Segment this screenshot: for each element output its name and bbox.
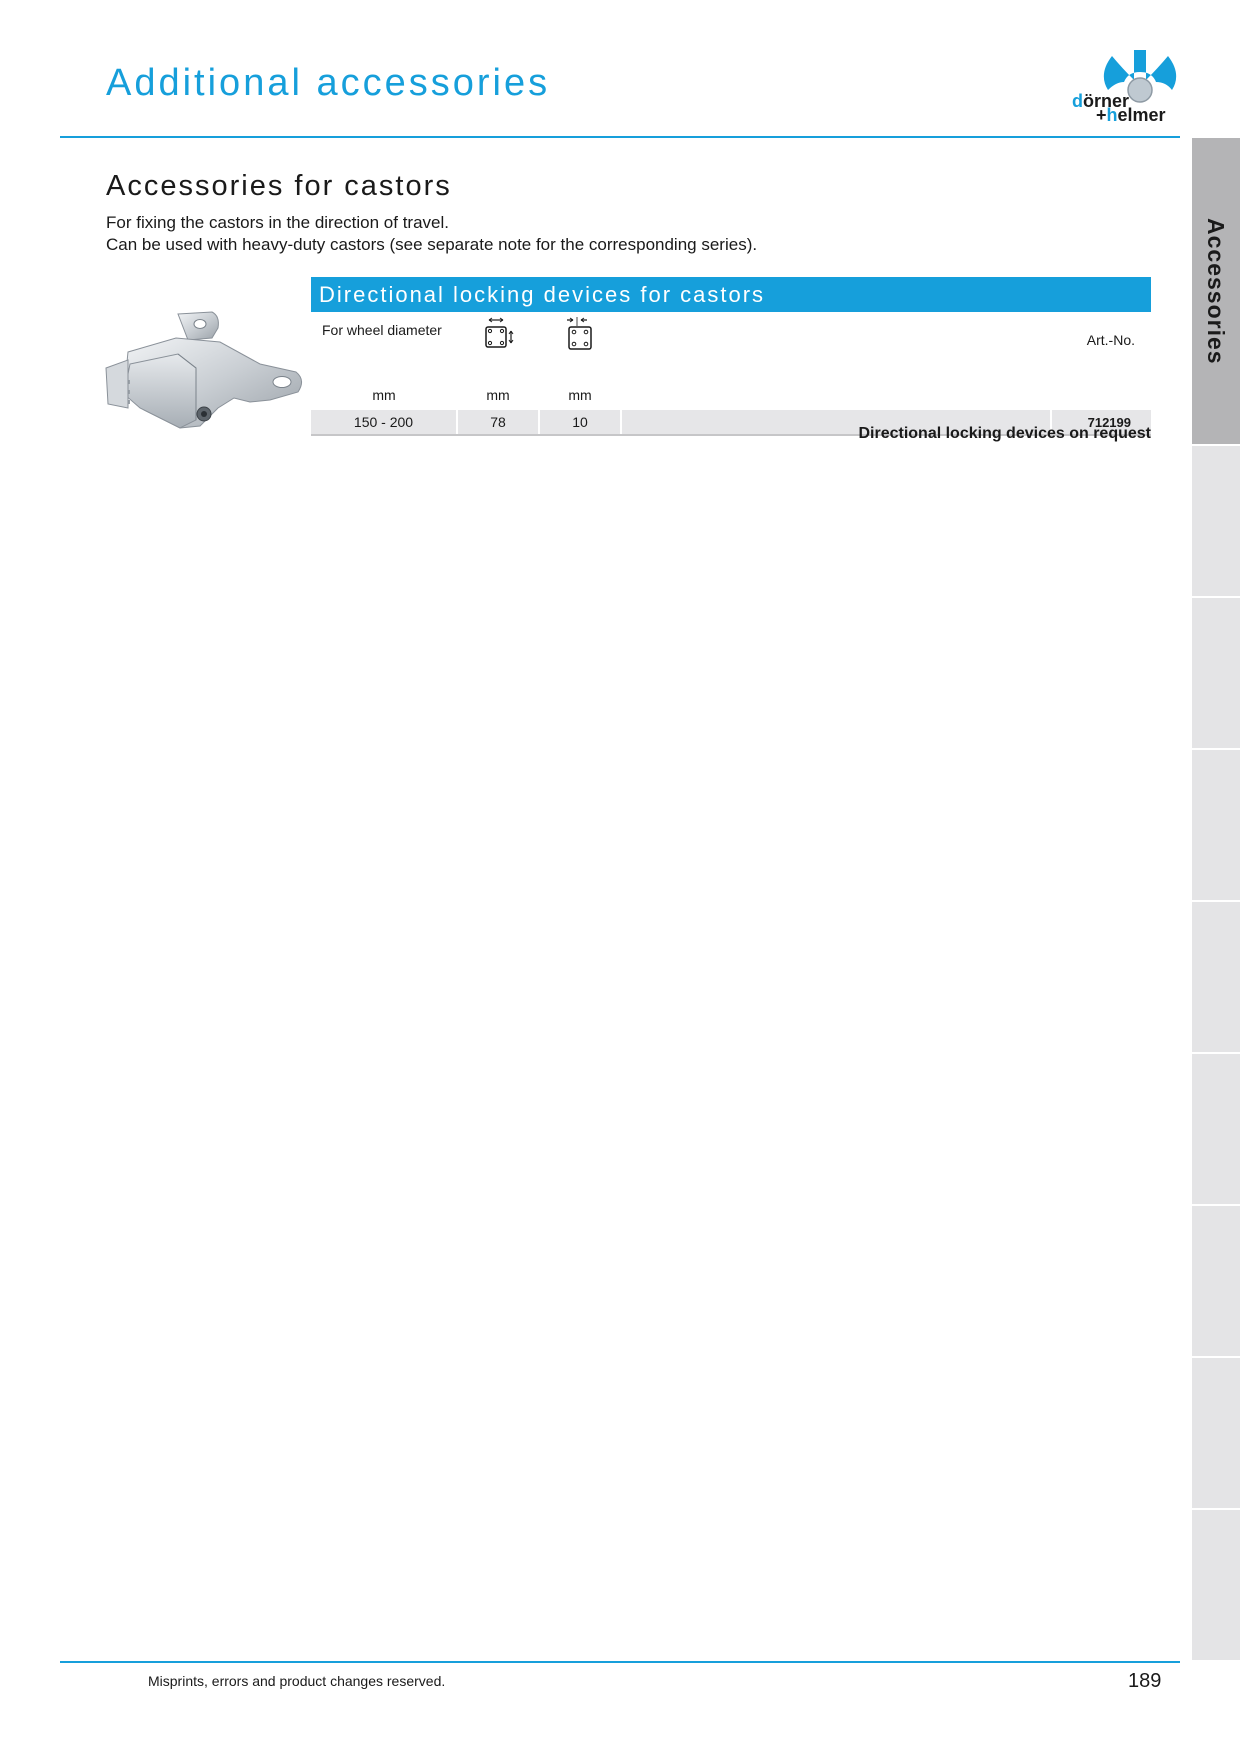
- side-tab[interactable]: [1192, 1054, 1240, 1206]
- column-header-wheel-diameter: For wheel diameter: [322, 322, 442, 338]
- side-tab[interactable]: [1192, 446, 1240, 598]
- side-tab[interactable]: [1192, 1358, 1240, 1510]
- unit-label: mm: [372, 387, 396, 403]
- table-row-rule: [311, 434, 1151, 436]
- logo-wordmark-line2: +helmer: [1096, 105, 1166, 125]
- header-divider: [60, 136, 1180, 138]
- column-header-art-no: Art.-No.: [1086, 332, 1135, 348]
- product-table: Directional locking devices for castors …: [311, 277, 1151, 442]
- unit-label: mm: [486, 387, 510, 403]
- cell-art-no: 712199: [1051, 410, 1151, 434]
- table-column-headers: For wheel diameter: [311, 312, 1151, 380]
- page-title: Additional accessories: [106, 62, 551, 104]
- spec-table: For wheel diameter: [311, 312, 1151, 436]
- cell-wheel-diameter: 150 - 200: [311, 410, 458, 434]
- column-header-plate-spacing: [457, 312, 539, 380]
- intro-line: Can be used with heavy-duty castors (see…: [106, 235, 758, 254]
- intro-line: For fixing the castors in the direction …: [106, 213, 449, 232]
- table-units-row: mm mm mm: [311, 380, 1151, 410]
- cell-spacer: [621, 410, 1052, 434]
- column-header-hole-diameter: [539, 312, 621, 380]
- cell-dim-a: 78: [457, 410, 540, 434]
- plate-hole-spacing-icon: [485, 317, 514, 348]
- directional-locking-device-image: [105, 311, 302, 429]
- side-tab[interactable]: [1192, 902, 1240, 1054]
- side-tab[interactable]: [1192, 1510, 1240, 1662]
- plate-hole-diameter-icon: [567, 317, 592, 350]
- cell-dim-b: 10: [539, 410, 622, 434]
- product-image: [100, 308, 310, 454]
- logo-emblem-icon: [1103, 50, 1177, 103]
- side-tab[interactable]: [1192, 598, 1240, 750]
- table-row: 150 - 200 78 10 712199: [311, 410, 1151, 434]
- table-header-bar: Directional locking devices for castors: [311, 277, 1151, 312]
- logo-wordmark-line1: dörner: [1072, 91, 1130, 111]
- request-note: Directional locking devices on request: [858, 425, 1151, 442]
- side-tab-strip: Accessories: [1192, 138, 1240, 1662]
- section-title: Accessories for castors: [106, 170, 452, 202]
- brand-logo: dörner +helmer: [1072, 46, 1184, 126]
- footer-divider: [60, 1661, 1180, 1663]
- side-tab[interactable]: [1192, 1206, 1240, 1358]
- unit-label: mm: [568, 387, 592, 403]
- column-header-spacer: [621, 312, 1051, 380]
- side-tab-label: Accessories: [1203, 218, 1229, 365]
- side-tab[interactable]: [1192, 750, 1240, 902]
- section-intro: For fixing the castors in the direction …: [106, 212, 757, 256]
- page-number: 189: [1128, 1670, 1162, 1692]
- footer-disclaimer: Misprints, errors and product changes re…: [148, 1673, 446, 1689]
- side-tab-accessories[interactable]: Accessories: [1192, 138, 1240, 446]
